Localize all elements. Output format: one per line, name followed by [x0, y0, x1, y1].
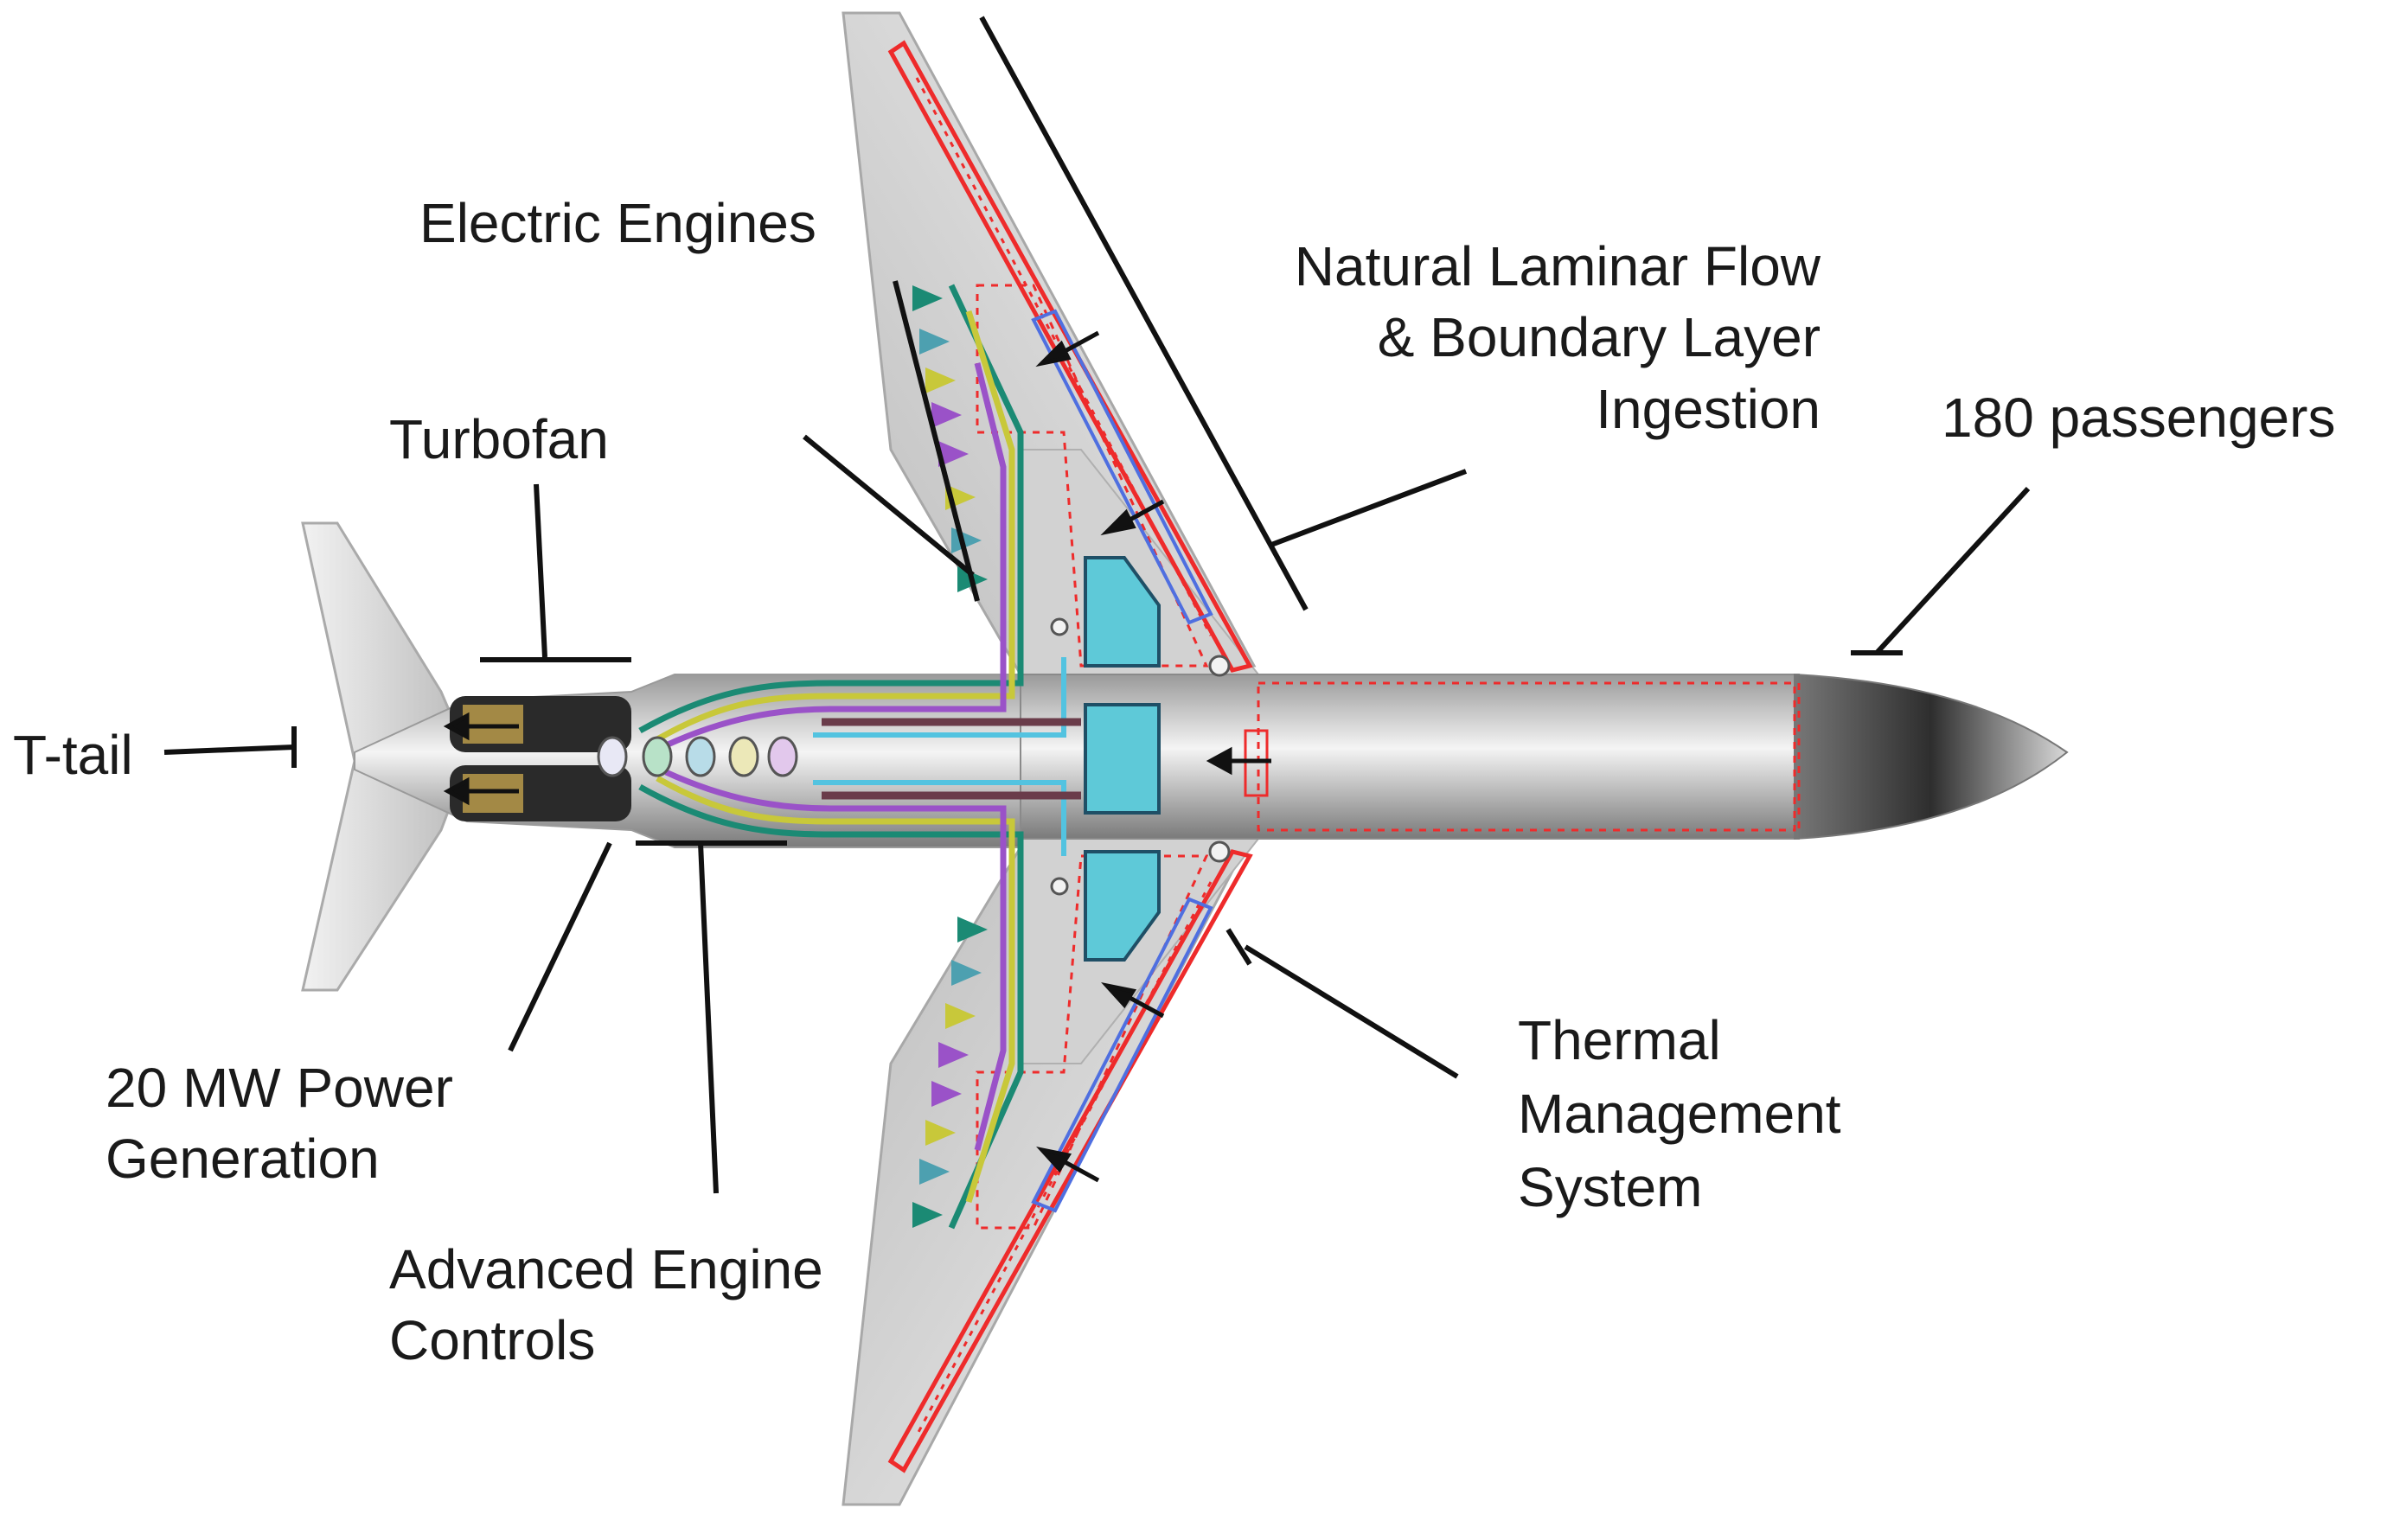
system-outlines [887, 40, 1801, 1473]
label-controls-line2: Controls [389, 1309, 595, 1371]
label-nlf-line1: Natural Laminar Flow [1295, 235, 1821, 297]
fan-icon [912, 1202, 943, 1228]
tank-icon [1084, 703, 1161, 815]
tank-icon [1084, 850, 1161, 962]
motor-icon [597, 736, 628, 777]
arrow-icon [1101, 982, 1165, 1019]
motor-icon [767, 736, 798, 777]
label-nlf-line3: Ingestion [1596, 378, 1821, 440]
motor-icon [642, 736, 673, 777]
label-power-line1: 20 MW Power [106, 1057, 453, 1119]
fan-icon [919, 329, 950, 355]
arrow-icon [1036, 1147, 1100, 1183]
label-thermal-line2: Management [1518, 1083, 1841, 1145]
arrow-icon [1035, 330, 1100, 367]
label-thermal-line1: Thermal [1518, 1009, 1721, 1071]
labels: Electric Engines Turbofan T-tail Natural… [13, 192, 2335, 1371]
label-thermal-line3: System [1518, 1156, 1702, 1218]
label-power-line2: Generation [106, 1128, 380, 1190]
fan-icon [938, 441, 969, 467]
tank-icon [1084, 556, 1161, 668]
label-controls-line1: Advanced Engine [389, 1238, 823, 1300]
fan-icon [938, 1042, 969, 1068]
generators [597, 617, 1231, 896]
fan-icon [919, 1159, 950, 1185]
fan-icon [951, 960, 982, 986]
fan-icon [912, 285, 943, 311]
fan-icon [957, 917, 988, 943]
motor-icon [728, 736, 759, 777]
label-passengers: 180 passengers [1942, 387, 2335, 449]
fan-icon [925, 367, 956, 393]
arrow-icon [443, 776, 519, 806]
label-electric-engines: Electric Engines [419, 192, 816, 254]
electric-engines-lower [912, 917, 988, 1228]
power-distribution [638, 284, 1081, 1230]
nose-cone [1794, 673, 2069, 840]
leader-lines [163, 16, 2031, 1194]
fan-icon [925, 1120, 956, 1146]
label-t-tail: T-tail [13, 724, 133, 786]
arrow-icon [1206, 746, 1271, 776]
motor-icon [685, 736, 716, 777]
fuel-tanks [1084, 556, 1161, 962]
fan-icon [931, 402, 962, 428]
fan-icon [931, 1081, 962, 1107]
arrow-icon [1100, 499, 1165, 536]
label-turbofan: Turbofan [389, 408, 609, 470]
label-nlf-line2: & Boundary Layer [1378, 306, 1821, 368]
arrow-icon [443, 712, 519, 741]
heat-flow-arrows [443, 330, 1271, 1183]
fan-icon [945, 1003, 976, 1029]
